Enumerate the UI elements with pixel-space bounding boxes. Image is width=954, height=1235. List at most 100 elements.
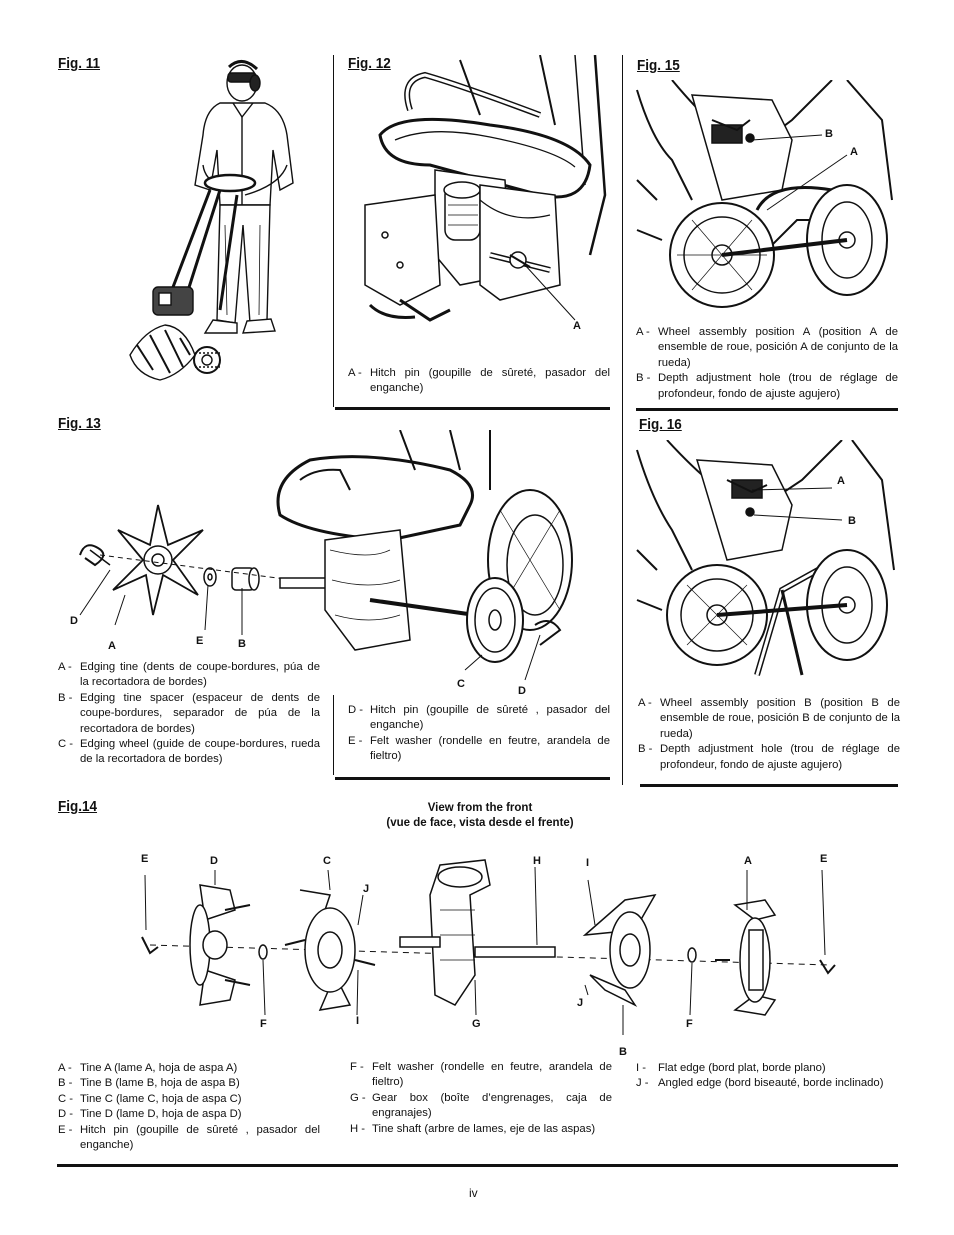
caption-item: A -Hitch pin (goupille de sûreté, pasado…	[348, 366, 610, 397]
caption-key: I -	[636, 1062, 647, 1074]
caption-key: A -	[638, 697, 652, 709]
fig14-label-i-top: I	[586, 857, 590, 869]
caption-text: Edging wheel (guide de coupe-bordures, r…	[80, 738, 320, 766]
caption-text: Flat edge (bord plat, borde plano)	[658, 1062, 826, 1074]
caption-text: Tine C (lame C, hoja de aspa C)	[80, 1092, 242, 1105]
fig14-view-title-line1: View from the front	[427, 802, 533, 814]
caption-text: Felt washer (rondelle en feutre, arandel…	[372, 1061, 612, 1089]
caption-key: D -	[348, 704, 364, 716]
fig15-title: Fig. 15	[637, 57, 680, 74]
caption-key: G -	[350, 1091, 366, 1104]
caption-text: Hitch pin (goupille de sûreté, pasador d…	[370, 367, 610, 395]
fig14-label-e-right: E	[820, 853, 828, 865]
caption-item: C - Edging wheel (guide de coupe-bordures…	[58, 737, 320, 768]
fig13-edger-illustration	[79, 430, 573, 681]
fig13-label-d-left: D	[70, 615, 78, 627]
caption-text: Depth adjustment hole (trou de réglage d…	[658, 372, 898, 400]
fig13-caption-list-right: D - Hitch pin (goupille de sûreté , pasad…	[348, 703, 610, 765]
caption-text: Angled edge (bord biseauté, borde inclin…	[658, 1077, 884, 1090]
caption-key: A -	[636, 326, 650, 338]
fig12-caption-list: A -Hitch pin (goupille de sûreté, pasado…	[348, 366, 610, 397]
caption-item: D - Tine D (lame D, hoja de aspa D)	[58, 1107, 320, 1122]
fig15-wheel-assembly-illustration	[636, 80, 893, 308]
fig13-label-e: E	[196, 635, 204, 647]
caption-item: J -Angled edge (bord biseauté, borde inc…	[636, 1076, 898, 1091]
fig14-label-g: G	[472, 1018, 481, 1030]
fig16-caption-list: A -Wheel assembly position B (position B…	[638, 696, 900, 773]
divider-fig13-captions	[333, 695, 334, 775]
caption-text: Felt washer (rondelle en feutre, arandel…	[370, 734, 610, 763]
fig16-label-a: A	[837, 475, 845, 487]
caption-text: Tine D (lame D, hoja de aspa D)	[80, 1108, 242, 1121]
caption-key: B -	[636, 372, 651, 385]
rule-under-fig14	[57, 1164, 898, 1167]
caption-text: Gear box (boîte d’engrenages, caja de en…	[372, 1091, 612, 1120]
fig13-label-c: C	[457, 678, 465, 690]
fig15-label-a: A	[850, 146, 858, 158]
fig13-label-a: A	[108, 640, 116, 652]
page-number: iv	[469, 1186, 478, 1200]
caption-key: D -	[58, 1108, 74, 1121]
caption-text: Tine A (lame A, hoja de aspa A)	[80, 1062, 238, 1074]
caption-item: A - Edging tine (dents de coupe-bordures,…	[58, 660, 320, 691]
fig12-title: Fig. 12	[348, 55, 391, 72]
fig14-caption-list-col2: F - Felt washer (rondelle en feutre, aran…	[350, 1060, 612, 1137]
caption-key: E -	[58, 1123, 73, 1136]
caption-text: Edging tine (dents de coupe-bordures, pú…	[80, 661, 320, 689]
fig14-label-c: C	[323, 855, 331, 867]
caption-text: Depth adjustment hole (trou de réglage d…	[660, 743, 900, 771]
fig12-label-a: A	[573, 320, 581, 332]
fig14-view-title-line2: (vue de face, vista desde el frente)	[386, 817, 574, 829]
caption-item: E - Felt washer (rondelle en feutre, aran…	[348, 734, 610, 765]
fig14-label-h: H	[533, 855, 541, 867]
caption-text: Tine shaft (arbre de lames, eje de las a…	[372, 1122, 596, 1135]
fig16-wheel-assembly-illustration	[636, 440, 895, 676]
caption-item: G - Gear box (boîte d’engrenages, caja de…	[350, 1091, 612, 1122]
fig14-label-j-bottom: J	[577, 997, 584, 1009]
caption-key: C -	[58, 1092, 74, 1105]
fig15-label-b: B	[825, 128, 833, 140]
caption-item: B - Tine B (lame B, hoja de aspa B)	[58, 1076, 320, 1091]
fig13-label-d-right: D	[518, 685, 526, 697]
fig14-caption-list-col3: I - Flat edge (bord plat, borde plano) J -…	[636, 1061, 898, 1092]
fig14-caption-list-col1: A - Tine A (lame A, hoja de aspa A) B - Tin…	[58, 1061, 320, 1153]
caption-text: Wheel assembly position A (position A de…	[658, 326, 898, 369]
caption-item: A -Wheel assembly position B (position B…	[638, 696, 900, 742]
caption-key: B -	[58, 691, 73, 704]
caption-text: Edging tine spacer (espaceur de dents de…	[80, 691, 320, 735]
fig13-title: Fig. 13	[58, 415, 101, 432]
fig12-hitch-pin-illustration	[364, 55, 607, 322]
fig14-view-title: View from the front (vue de face, vista …	[340, 801, 620, 831]
fig14-label-i-bottom: I	[356, 1015, 360, 1027]
caption-key: A -	[58, 1062, 72, 1074]
fig11-operator-illustration	[129, 60, 294, 381]
caption-key: E -	[348, 734, 363, 747]
caption-item: B - Depth adjustment hole (trou de réglag…	[636, 371, 898, 402]
caption-text: Tine B (lame B, hoja de aspa B)	[80, 1077, 240, 1090]
fig13-caption-list-left: A - Edging tine (dents de coupe-bordures,…	[58, 660, 320, 768]
caption-item: H -Tine shaft (arbre de lames, eje de la…	[350, 1122, 612, 1137]
rule-under-fig16	[640, 784, 898, 787]
rule-under-fig12	[335, 407, 610, 410]
caption-key: A -	[58, 661, 72, 673]
fig16-title: Fig. 16	[639, 416, 682, 433]
caption-key: C -	[58, 738, 74, 751]
caption-text: Hitch pin (goupille de sûreté , pasador …	[370, 704, 610, 732]
fig14-label-f-right: F	[686, 1018, 693, 1030]
fig14-label-j-top: J	[363, 883, 370, 895]
caption-key: F -	[350, 1061, 364, 1073]
caption-item: B - Depth adjustment hole (trou de réglag…	[638, 742, 900, 773]
fig11-title: Fig. 11	[58, 55, 101, 72]
caption-text: Hitch pin (goupille de sûreté , pasador …	[80, 1123, 320, 1152]
fig14-tine-assembly-illustration	[141, 859, 836, 1035]
caption-key: B -	[638, 743, 653, 756]
fig15-caption-list: A - Wheel assembly position A (position A…	[636, 325, 898, 402]
caption-item: C - Tine C (lame C, hoja de aspa C)	[58, 1092, 320, 1107]
fig14-label-e-left: E	[141, 853, 149, 865]
caption-item: F - Felt washer (rondelle en feutre, aran…	[350, 1060, 612, 1091]
caption-key: B -	[58, 1077, 73, 1090]
fig14-label-f-left: F	[260, 1018, 267, 1030]
fig16-label-b: B	[848, 515, 856, 527]
caption-item: A - Tine A (lame A, hoja de aspa A)	[58, 1061, 320, 1076]
caption-item: E - Hitch pin (goupille de sûreté , pasad…	[58, 1123, 320, 1154]
